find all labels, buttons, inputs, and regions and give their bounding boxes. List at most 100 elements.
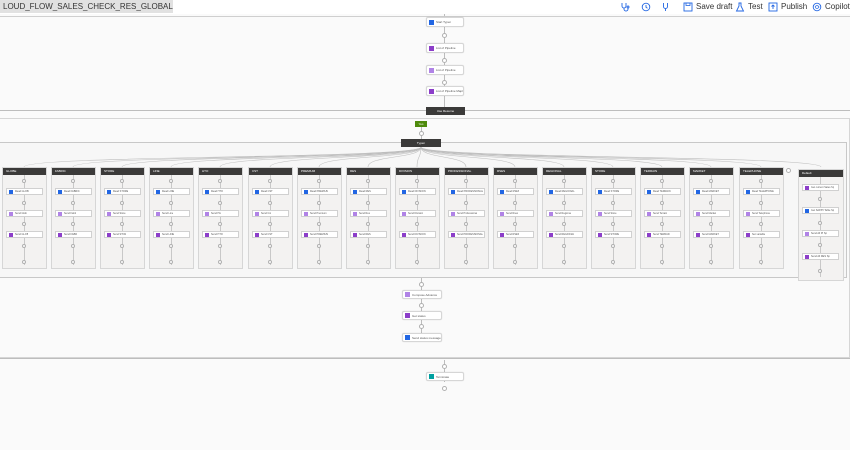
add-step-button[interactable]	[818, 269, 822, 273]
branch-step[interactable]: Send DIVISION	[399, 231, 436, 238]
add-step-button[interactable]	[513, 260, 517, 264]
branch-step[interactable]: Read TELEPHONE	[743, 188, 780, 195]
branch-step[interactable]: Send Hto	[202, 210, 239, 217]
add-step-button[interactable]	[419, 282, 424, 287]
add-step-button[interactable]	[169, 260, 173, 264]
flow-checker-button[interactable]	[620, 1, 633, 12]
add-step-button[interactable]	[759, 222, 763, 226]
add-step-button[interactable]	[22, 260, 26, 264]
add-step-button[interactable]	[562, 179, 566, 183]
pipeline-map-step[interactable]: List of Pipeline Mapl	[426, 86, 464, 96]
add-step-button[interactable]	[120, 222, 124, 226]
branch-step[interactable]: Send Store	[104, 210, 141, 217]
branch-step[interactable]: Read RSES	[497, 188, 534, 195]
branch-step[interactable]: Send All RES Sp	[802, 253, 839, 260]
add-step-button[interactable]	[415, 260, 419, 264]
add-step-button[interactable]	[513, 222, 517, 226]
branch-step[interactable]: Read LINE	[153, 188, 190, 195]
add-step-button[interactable]	[709, 244, 713, 248]
branch-step[interactable]: Get current Sales Sp	[802, 184, 839, 191]
add-step-button[interactable]	[709, 222, 713, 226]
add-step-button[interactable]	[562, 222, 566, 226]
add-step-button[interactable]	[366, 201, 370, 205]
add-step-button[interactable]	[120, 244, 124, 248]
add-step-button[interactable]	[169, 201, 173, 205]
branch-step[interactable]: Send Market	[693, 210, 730, 217]
copilot-button[interactable]: Copilot	[812, 1, 850, 12]
add-step-button[interactable]	[464, 179, 468, 183]
version-history-button[interactable]	[641, 1, 654, 12]
branch-step[interactable]: Read PREMIUM	[301, 188, 338, 195]
branch-step[interactable]: Send TERRAIN	[644, 231, 681, 238]
add-step-button[interactable]	[419, 303, 424, 308]
add-step-button[interactable]	[71, 179, 75, 183]
add-step-button[interactable]	[464, 201, 468, 205]
add-step-button[interactable]	[120, 179, 124, 183]
branch-step[interactable]: Send Division	[399, 210, 436, 217]
add-step-button[interactable]	[709, 179, 713, 183]
add-step-button[interactable]	[464, 260, 468, 264]
branch-step[interactable]: Send Professional	[448, 210, 485, 217]
branch-step[interactable]: Read HTO	[202, 188, 239, 195]
add-step-button[interactable]	[218, 179, 222, 183]
add-step-button[interactable]	[611, 222, 615, 226]
add-step-button[interactable]	[464, 244, 468, 248]
branch-step[interactable]: Read REGIONAL	[546, 188, 583, 195]
branch-step[interactable]: Send Fabri	[55, 210, 92, 217]
add-step-button[interactable]	[415, 201, 419, 205]
add-step-button[interactable]	[120, 201, 124, 205]
pipeline-step[interactable]: List of Pipeline	[426, 65, 464, 75]
add-step-button[interactable]	[317, 222, 321, 226]
branch-step[interactable]: Read MARKET	[693, 188, 730, 195]
add-step-button[interactable]	[759, 244, 763, 248]
add-step-button[interactable]	[415, 222, 419, 226]
branch-step[interactable]: Send STOR	[104, 231, 141, 238]
add-step-button[interactable]	[22, 222, 26, 226]
add-step-button[interactable]	[562, 244, 566, 248]
add-step-button[interactable]	[268, 179, 272, 183]
branch-step[interactable]: Send PREMIUM	[301, 231, 338, 238]
add-step-button[interactable]	[818, 243, 822, 247]
branch-step[interactable]: Read CST	[252, 188, 289, 195]
add-step-button[interactable]	[218, 222, 222, 226]
add-step-button[interactable]	[419, 131, 424, 136]
add-step-button[interactable]	[611, 201, 615, 205]
compose-step[interactable]: Compose Advance	[402, 290, 442, 299]
add-step-button[interactable]	[513, 201, 517, 205]
add-step-button[interactable]	[660, 260, 664, 264]
send-status-step[interactable]: Send status message	[402, 333, 442, 342]
publish-button[interactable]: Publish	[768, 1, 807, 12]
add-step-button[interactable]	[71, 222, 75, 226]
add-step-button[interactable]	[268, 222, 272, 226]
branch-step[interactable]: Read FABRIC	[55, 188, 92, 195]
add-step-button[interactable]	[218, 260, 222, 264]
add-step-button[interactable]	[218, 201, 222, 205]
add-case-button[interactable]	[786, 168, 791, 173]
add-step-button[interactable]	[562, 201, 566, 205]
branch-step[interactable]: Get SAP/PI Table Sp	[802, 207, 839, 214]
add-step-button[interactable]	[268, 260, 272, 264]
add-step-button[interactable]	[71, 201, 75, 205]
add-step-button[interactable]	[709, 201, 713, 205]
flow-canvas[interactable]: Start Typen List of Pipeline List of Pip…	[0, 14, 850, 450]
branch-step[interactable]: Send Cst	[252, 210, 289, 217]
add-step-button[interactable]	[442, 364, 447, 369]
add-step-button[interactable]	[169, 222, 173, 226]
add-step-button[interactable]	[660, 244, 664, 248]
add-step-button[interactable]	[442, 386, 447, 391]
add-step-button[interactable]	[366, 260, 370, 264]
add-step-button[interactable]	[71, 244, 75, 248]
add-step-button[interactable]	[611, 244, 615, 248]
branch-step[interactable]: Read STORE	[595, 188, 632, 195]
add-step-button[interactable]	[366, 222, 370, 226]
add-step-button[interactable]	[415, 179, 419, 183]
add-step-button[interactable]	[442, 80, 447, 85]
